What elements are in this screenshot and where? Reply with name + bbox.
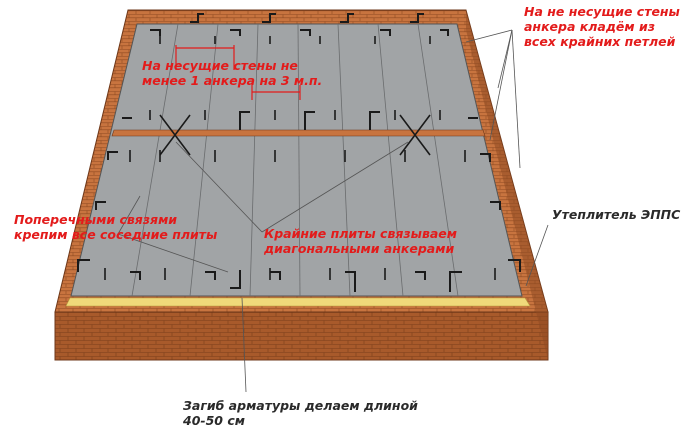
leader-lines [117,29,549,393]
label-rebar-bend: Загиб арматуры делаем длиной 40-50 см [183,398,418,428]
middle-seam [111,129,486,137]
wall-front-face [54,311,549,361]
label-non-bearing-walls: На не несущие стены анкера кладём из все… [524,4,680,49]
cross-tie-marks [104,36,496,280]
label-cross-ties: Поперечными связями крепим все соседние … [14,212,218,242]
label-insulation: Утеплитель ЭППС [552,207,681,222]
insulation-layer [65,297,531,307]
slab-seams [131,23,459,297]
label-bearing-walls: На несущие стены не менее 1 анкера на 3 … [142,58,323,88]
dimension-marks [175,45,301,100]
slab-field [70,23,523,297]
label-edge-slabs: Крайние плиты связываем диагональными ан… [264,226,457,256]
wall-right-face [466,10,548,360]
diagonal-anchors [159,114,431,156]
rebar-anchors [77,13,521,292]
